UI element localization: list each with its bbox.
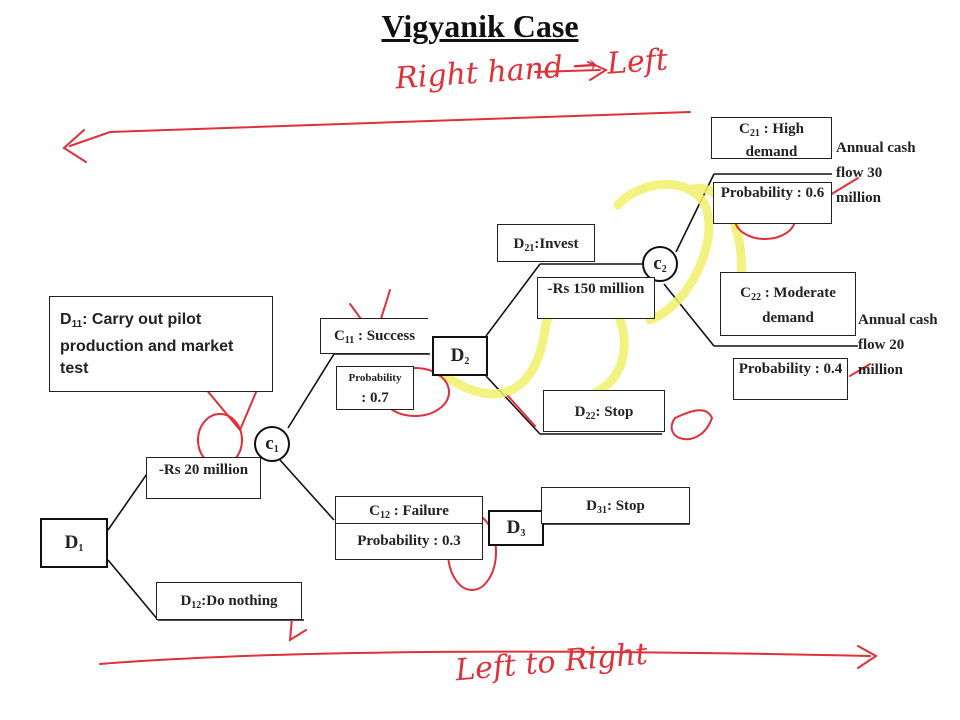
d11-cost: -Rs 20 million <box>146 457 261 499</box>
chance-node-c2: c2 <box>642 246 678 282</box>
chance-node-c1: c1 <box>254 426 290 462</box>
decision-node-d1: D1 <box>40 518 108 568</box>
c11-probability: Probability : 0.7 <box>336 366 414 410</box>
decision-node-d3: D3 <box>488 510 544 546</box>
d31-label: D31: Stop <box>541 487 690 524</box>
page-title: Vigyanik Case <box>381 8 579 44</box>
d21-label: D21:Invest <box>497 224 595 262</box>
c21-cash-flow: Annual cash flow 30 million <box>836 140 916 206</box>
c22-probability: Probability : 0.4 <box>733 358 848 400</box>
d12-label: D12:Do nothing <box>156 582 302 620</box>
decision-node-d2: D2 <box>432 336 488 376</box>
d21-cost: -Rs 150 million <box>537 277 655 319</box>
c22-label: C22 : Moderate demand <box>720 272 856 336</box>
c12-probability: Probability : 0.3 <box>335 524 483 560</box>
c21-probability: Probability : 0.6 <box>713 182 832 224</box>
c22-cash-flow: Annual cash flow 20 million <box>858 312 938 378</box>
d22-label: D22: Stop <box>543 390 665 432</box>
c11-label: C11 : Success <box>320 318 428 354</box>
c12-label: C12 : Failure <box>335 496 483 524</box>
d11-label: D11: Carry out pilot production and mark… <box>49 296 273 392</box>
c21-label: C21 : High demand <box>711 117 832 160</box>
